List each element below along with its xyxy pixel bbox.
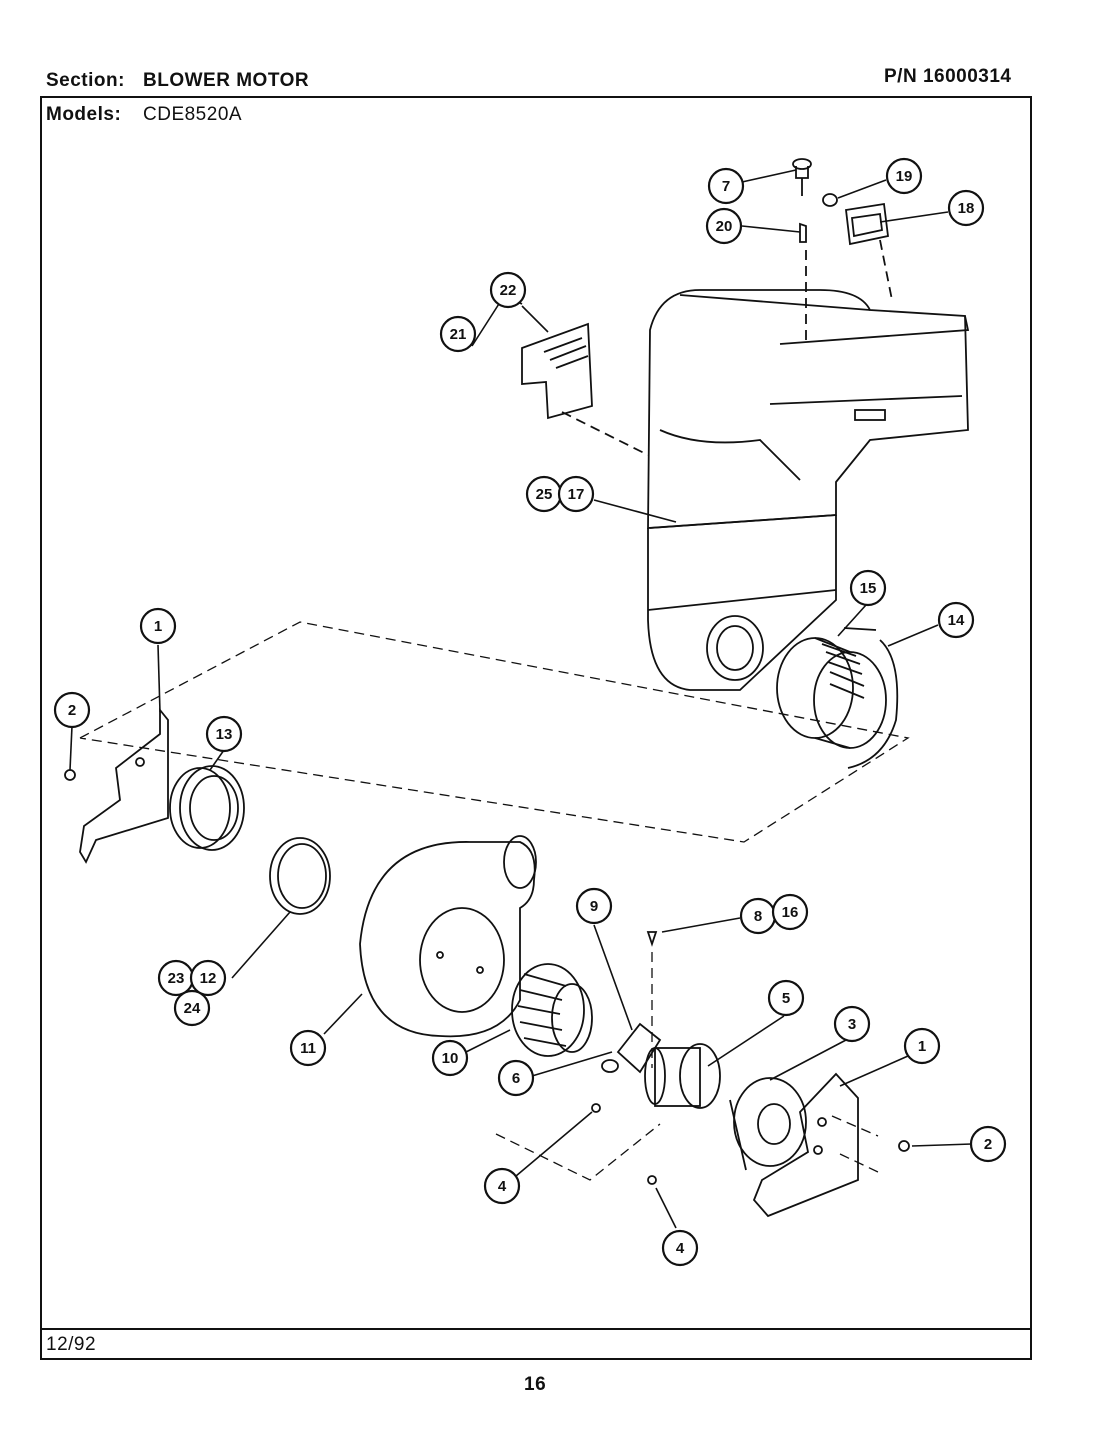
svg-text:3: 3 [848, 1016, 856, 1033]
page-number: 16 [524, 1374, 547, 1395]
svg-text:9: 9 [590, 898, 598, 915]
clip-18 [822, 193, 893, 301]
svg-text:19: 19 [896, 168, 913, 185]
blower-wheel-10 [511, 963, 593, 1057]
callout-22: 22 [489, 271, 527, 309]
callout-15: 15 [849, 569, 887, 607]
section-value: BLOWER MOTOR [143, 70, 310, 91]
svg-text:18: 18 [958, 200, 975, 217]
svg-text:1: 1 [154, 618, 162, 635]
section-label: Section: [46, 70, 125, 91]
callout-4-right: 4 [661, 1229, 699, 1267]
svg-text:2: 2 [68, 702, 76, 719]
svg-text:22: 22 [500, 282, 517, 299]
callout-1-right: 1 [903, 1027, 941, 1065]
callout-20: 20 [705, 207, 743, 245]
svg-text:14: 14 [948, 612, 965, 629]
models-value: CDE8520A [143, 104, 243, 125]
callout-7: 7 [707, 167, 745, 205]
footer-date: 12/92 [46, 1334, 97, 1355]
svg-text:17: 17 [568, 486, 585, 503]
ring-13 [169, 765, 245, 851]
svg-text:1: 1 [918, 1038, 926, 1055]
callout-24: 24 [173, 989, 211, 1027]
svg-text:12: 12 [200, 970, 217, 987]
callout-12: 12 [189, 959, 227, 997]
callout-19: 19 [885, 157, 923, 195]
callout-1-left: 1 [139, 607, 177, 645]
callout-17: 17 [557, 475, 595, 513]
callout-2-left: 2 [53, 691, 91, 729]
models-label: Models: [46, 104, 122, 125]
callout-11: 11 [289, 1029, 327, 1067]
svg-text:13: 13 [216, 726, 233, 743]
svg-text:24: 24 [184, 1000, 201, 1017]
svg-text:20: 20 [716, 218, 733, 235]
blower-housing-11 [359, 835, 537, 1038]
bracket-22 [521, 322, 649, 456]
diagram-frame [40, 96, 1032, 1360]
footer-rule [40, 1328, 1032, 1330]
part-number: P/N 16000314 [884, 66, 1012, 87]
screw-7 [792, 158, 812, 340]
svg-text:8: 8 [754, 908, 762, 925]
svg-text:15: 15 [860, 580, 877, 597]
motor-mount-3 [729, 1077, 807, 1171]
callout-23: 23 [157, 959, 195, 997]
right-mount-bracket [752, 1072, 859, 1218]
motor-bracket-9 [601, 1022, 662, 1074]
svg-text:25: 25 [536, 486, 553, 503]
svg-text:6: 6 [512, 1070, 520, 1087]
svg-text:10: 10 [442, 1050, 459, 1067]
callout-3: 3 [833, 1005, 871, 1043]
callout-5: 5 [767, 979, 805, 1017]
svg-text:2: 2 [984, 1136, 992, 1153]
svg-text:23: 23 [168, 970, 185, 987]
callout-14: 14 [937, 601, 975, 639]
svg-text:7: 7 [722, 178, 730, 195]
callout-4-left: 4 [483, 1167, 521, 1205]
svg-text:21: 21 [450, 326, 467, 343]
callout-18: 18 [947, 189, 985, 227]
svg-text:5: 5 [782, 990, 790, 1007]
callout-16: 16 [771, 893, 809, 931]
svg-text:16: 16 [782, 904, 799, 921]
callout-2-right: 2 [969, 1125, 1007, 1163]
svg-text:11: 11 [300, 1040, 316, 1057]
svg-text:4: 4 [676, 1240, 685, 1257]
callout-8: 8 [739, 897, 777, 935]
leader-lines [69, 169, 973, 1229]
callout-6: 6 [497, 1059, 535, 1097]
hardware [591, 931, 910, 1185]
callout-25: 25 [525, 475, 563, 513]
motor-5 [644, 1043, 721, 1109]
callout-9: 9 [575, 887, 613, 925]
gasket-12 [269, 837, 331, 915]
duct-housing [647, 289, 970, 691]
hose-15 [776, 627, 899, 769]
callout-10: 10 [431, 1039, 469, 1077]
svg-text:4: 4 [498, 1178, 507, 1195]
callout-21: 21 [439, 315, 477, 353]
left-mount-bracket [64, 707, 169, 864]
callout-13: 13 [205, 715, 243, 753]
